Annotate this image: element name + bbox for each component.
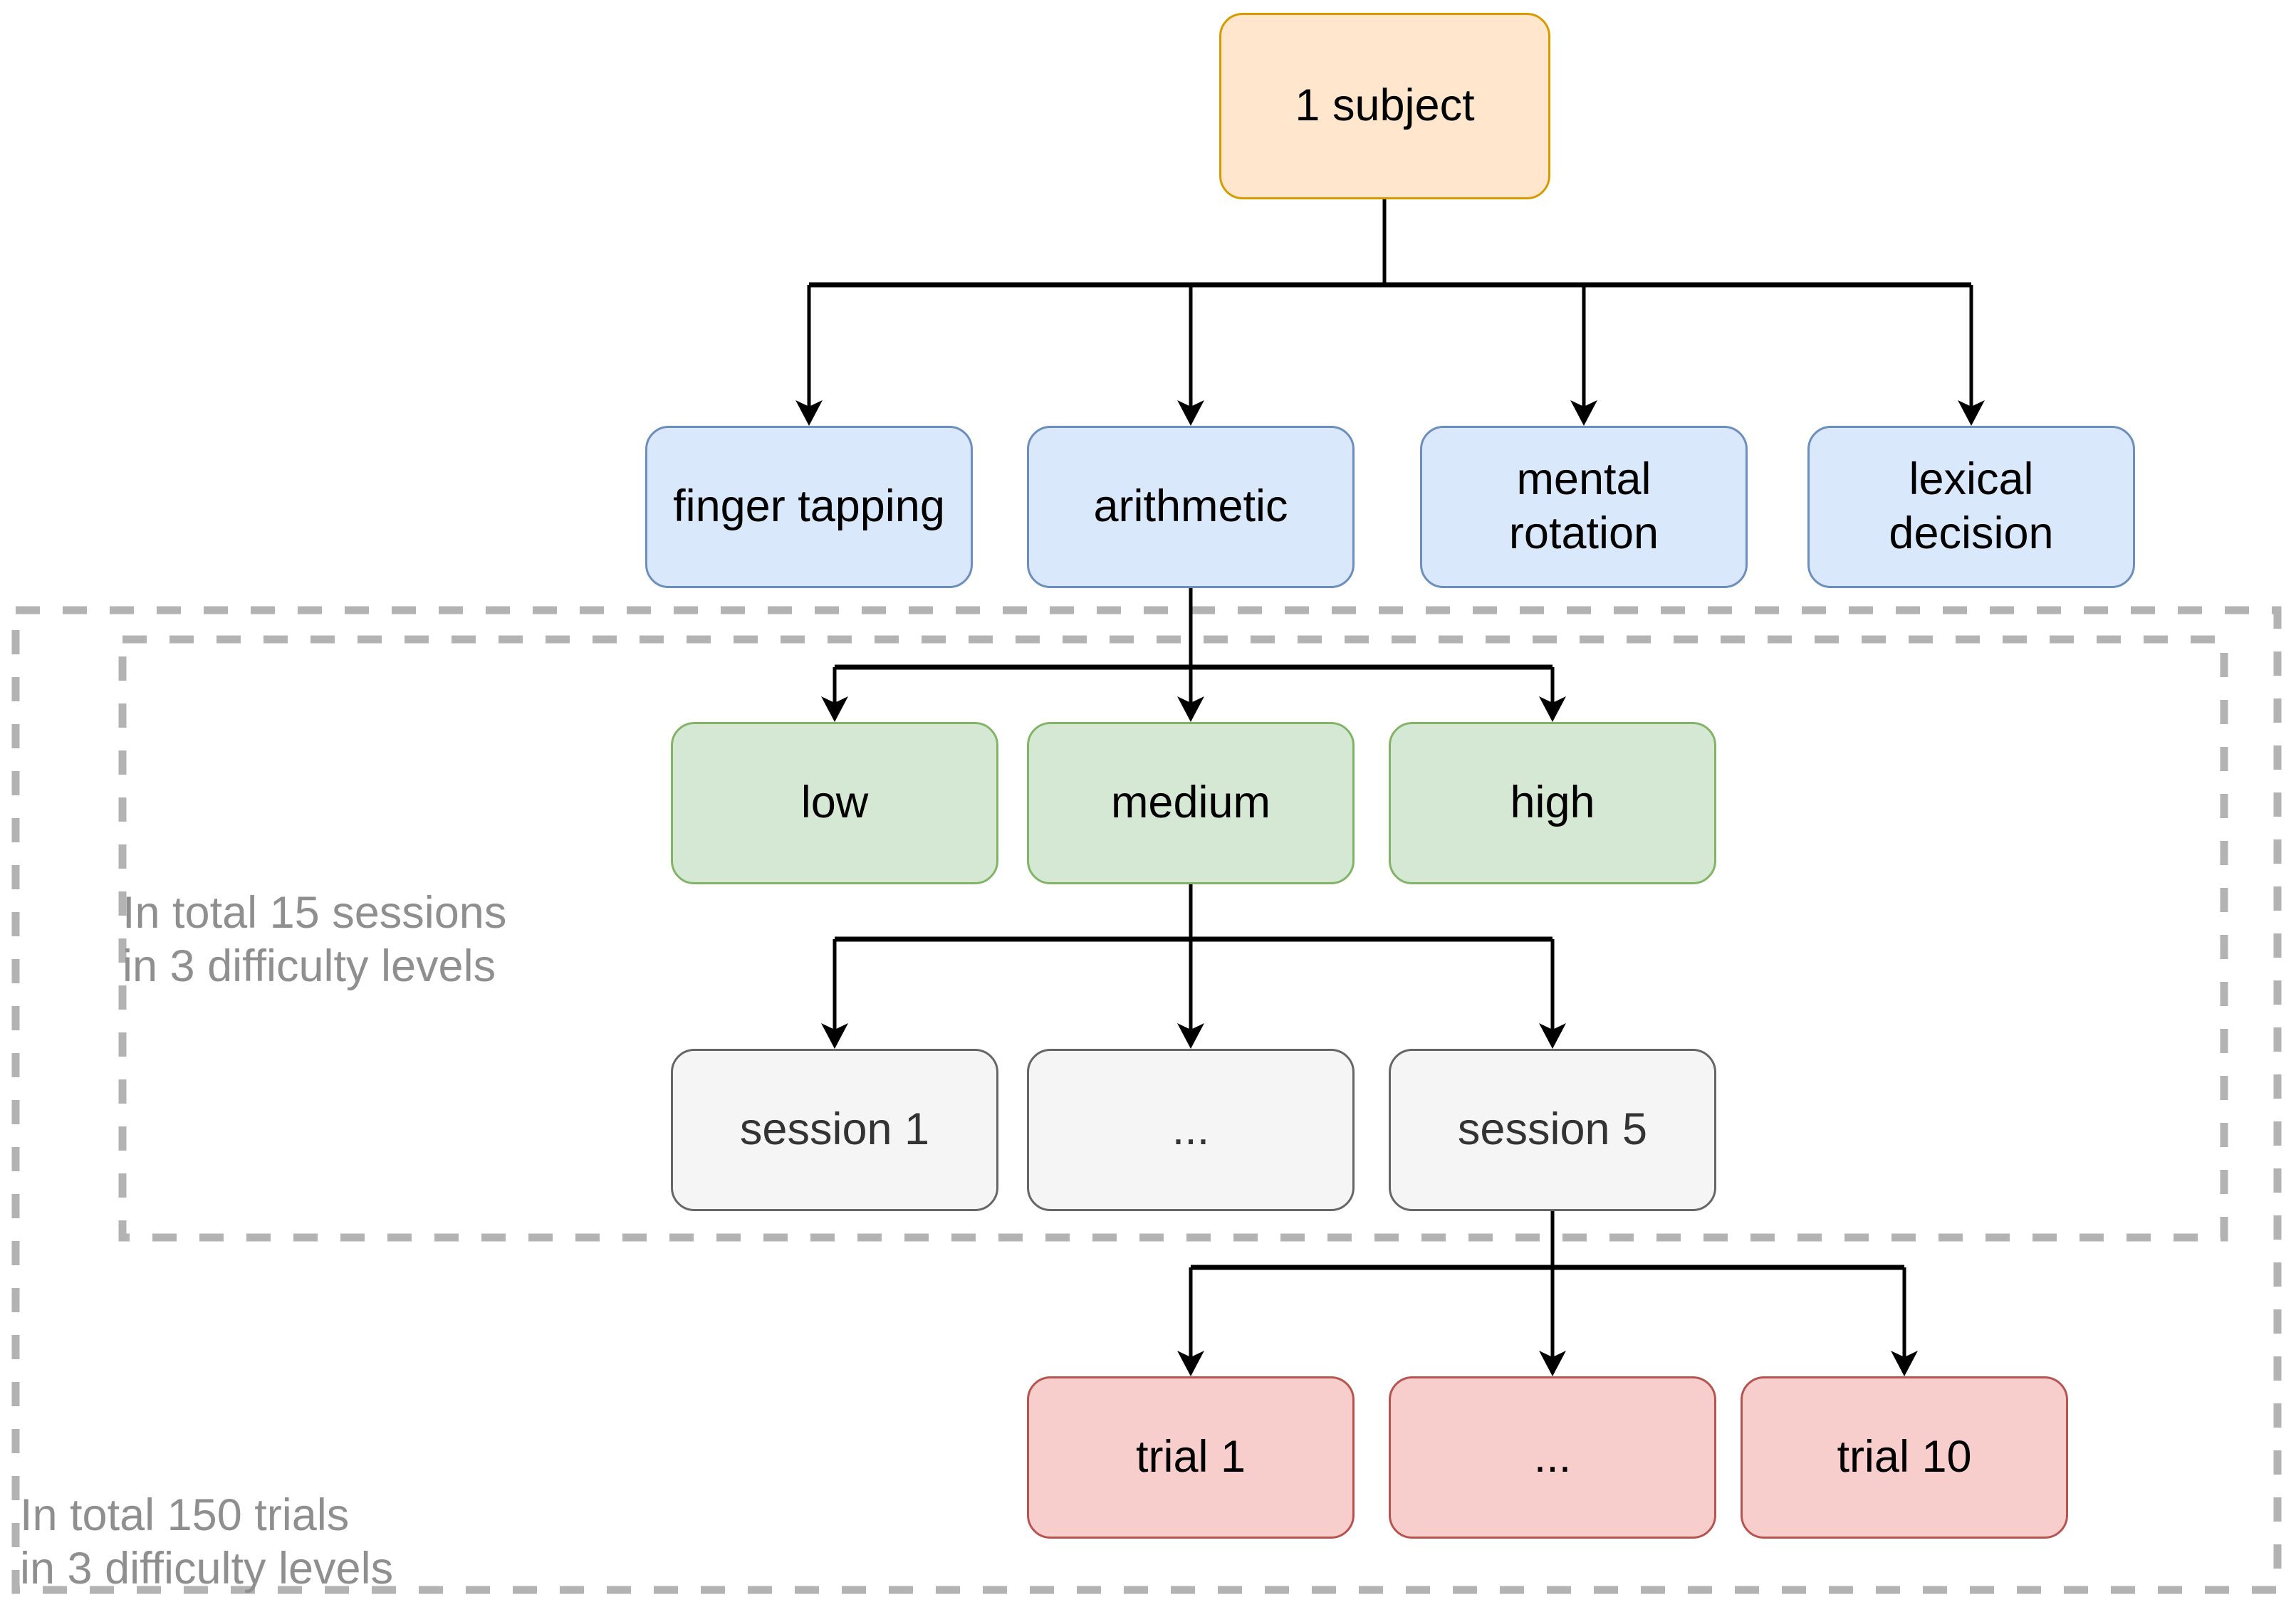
- session-label: session 1: [739, 1104, 930, 1155]
- edges-medium-to-sessions: [821, 884, 1566, 1049]
- difficulty-node-medium: medium: [1027, 722, 1355, 884]
- edges-subject-to-tasks: [795, 199, 1985, 426]
- arrowhead-icon: [1570, 400, 1597, 426]
- sessions-group-dashed-boundary: [118, 635, 2228, 1242]
- arrowhead-icon: [1539, 696, 1566, 722]
- session-label: ...: [1172, 1104, 1210, 1155]
- difficulty-node-high: high: [1389, 722, 1716, 884]
- task-node-arithmetic: arithmetic: [1027, 426, 1355, 588]
- session-node-1: session 1: [671, 1049, 998, 1211]
- difficulty-node-low: low: [671, 722, 998, 884]
- arrowhead-icon: [1177, 400, 1204, 426]
- subject-label: 1 subject: [1295, 80, 1475, 131]
- trial-label: trial 10: [1837, 1432, 1972, 1482]
- task-node-finger-tapping: finger tapping: [645, 426, 973, 588]
- trial-node-1: trial 1: [1027, 1376, 1355, 1539]
- edges-session5-to-trials: [1177, 1211, 1918, 1376]
- difficulty-label: low: [800, 778, 869, 828]
- arrowhead-icon: [1177, 1351, 1204, 1376]
- subject-node: 1 subject: [1219, 13, 1550, 199]
- arrowhead-icon: [1958, 400, 1985, 426]
- trial-label: trial 1: [1135, 1432, 1246, 1482]
- arrowhead-icon: [1891, 1351, 1918, 1376]
- session-node-5: session 5: [1389, 1049, 1716, 1211]
- arrowhead-icon: [1177, 696, 1204, 722]
- edges-arithmetic-to-difficulties: [821, 588, 1566, 722]
- arrowhead-icon: [1539, 1023, 1566, 1049]
- trial-node-10: trial 10: [1741, 1376, 2068, 1539]
- session-label: session 5: [1457, 1104, 1648, 1155]
- arrowhead-icon: [1539, 1351, 1566, 1376]
- trials-annotation-line2: in 3 difficulty levels: [20, 1544, 394, 1593]
- trials-group-dashed-boundary: [11, 606, 2282, 1594]
- sessions-annotation: In total 15 sessions in 3 difficulty lev…: [122, 886, 506, 993]
- session-node-ellipsis: ...: [1027, 1049, 1355, 1211]
- arrowhead-icon: [821, 696, 848, 722]
- task-label: mental rotation: [1508, 454, 1659, 558]
- task-node-lexical-decision: lexical decision: [1807, 426, 2135, 588]
- trials-annotation: In total 150 trials in 3 difficulty leve…: [20, 1489, 393, 1596]
- trial-label: ...: [1533, 1432, 1572, 1482]
- task-label: lexical decision: [1889, 454, 2054, 558]
- sessions-annotation-line1: In total 15 sessions: [122, 888, 507, 938]
- trials-annotation-line1: In total 150 trials: [20, 1490, 350, 1540]
- trial-node-ellipsis: ...: [1389, 1376, 1716, 1539]
- task-node-mental-rotation: mental rotation: [1420, 426, 1748, 588]
- arrowhead-icon: [1177, 1023, 1204, 1049]
- sessions-annotation-line2: in 3 difficulty levels: [122, 941, 496, 991]
- difficulty-label: medium: [1110, 778, 1271, 828]
- difficulty-label: high: [1510, 778, 1595, 828]
- arrowhead-icon: [821, 1023, 848, 1049]
- arrowhead-icon: [795, 400, 823, 426]
- task-label: finger tapping: [673, 481, 945, 532]
- task-label: arithmetic: [1093, 481, 1288, 532]
